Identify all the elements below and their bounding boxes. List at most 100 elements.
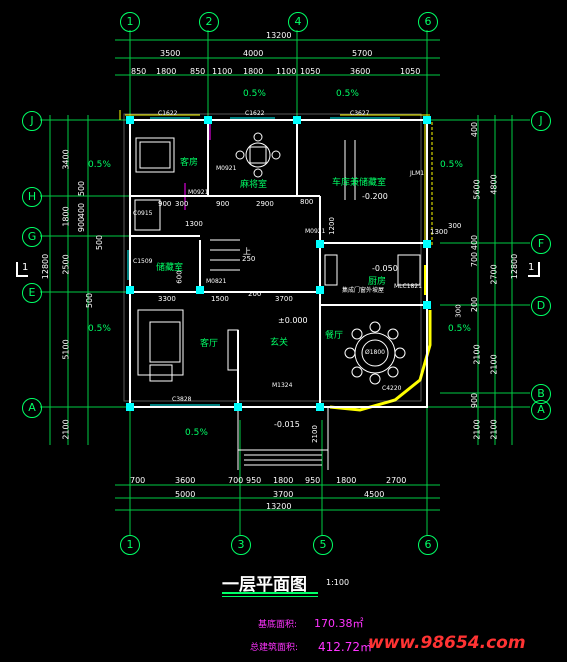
axis-bubble-bottom-5: 5	[313, 535, 333, 555]
dim-top-detail: 1800	[243, 67, 264, 76]
door-label: M0921	[188, 189, 209, 196]
room-storage: 储藏室	[156, 263, 184, 273]
dim-interior: 300	[175, 200, 189, 208]
dim-interior: 1300	[430, 228, 448, 236]
dim-right-outer: 4800	[489, 174, 499, 195]
axis-bubble-left-J: J	[22, 111, 42, 131]
dim-left-total: 12800	[41, 253, 51, 280]
room-foyer: 玄关	[270, 338, 289, 348]
slope-label: 0.5%	[440, 160, 463, 170]
stair-up-label: 上	[243, 247, 251, 256]
dim-bottom-detail: 1800	[273, 476, 294, 485]
dim-interior: 2900	[256, 200, 274, 208]
watermark: www.98654.com	[368, 633, 526, 653]
dim-left-outer: 2500	[61, 254, 71, 275]
axis-bubble-right-F: F	[531, 234, 551, 254]
axis-label: 1	[126, 15, 134, 28]
axis-bubble-top-4: 4	[288, 12, 308, 32]
axis-bubble-right-J: J	[531, 111, 551, 131]
slope-label: 0.5%	[88, 160, 111, 170]
dim-interior: 1500	[211, 295, 229, 303]
dim-right-outer: 2700	[489, 264, 499, 285]
dim-interior: 300	[448, 222, 462, 230]
dim-right-inner: 700	[470, 251, 480, 268]
door-label: M0921	[216, 165, 237, 172]
dim-left-inner: 400	[77, 202, 87, 219]
dim-bottom-total: 13200	[266, 502, 292, 511]
dim-left-inner: 900	[77, 216, 87, 233]
axis-label: 4	[294, 15, 302, 28]
dim-interior: 3700	[275, 295, 293, 303]
dim-top-mid: 5700	[352, 49, 373, 58]
elevation-kitchen: -0.050	[372, 264, 398, 273]
dim-top-detail: 3600	[350, 67, 371, 76]
axis-grid	[40, 30, 530, 535]
dim-left-outer: 1800	[61, 206, 71, 227]
walls	[123, 113, 431, 470]
dim-top-detail: 1050	[300, 67, 321, 76]
dim-interior: 300	[454, 304, 463, 318]
dim-top-detail: 850	[131, 67, 147, 76]
furniture	[134, 132, 421, 385]
dim-bottom-detail: 950	[305, 476, 321, 485]
axis-label: 2	[205, 15, 213, 28]
room-living: 客厅	[200, 339, 219, 349]
room-kitchen: 厨房	[368, 277, 387, 287]
slope-label: 0.5%	[243, 89, 266, 99]
dim-interior: 900	[158, 200, 172, 208]
section-mark-label: 1	[528, 262, 535, 273]
door-label: M1324	[272, 382, 293, 389]
axis-bubble-right-A: A	[531, 400, 551, 420]
dim-bottom-mid: 3700	[273, 490, 294, 499]
room-dining-hall: 麻将室	[240, 180, 268, 190]
elevation-garage: -0.200	[362, 192, 388, 201]
axis-label: H	[27, 190, 37, 203]
axis-label: J	[539, 114, 543, 127]
dim-top-total: 13200	[266, 31, 292, 40]
axis-label: F	[537, 237, 545, 250]
window-label: C1509	[133, 258, 153, 265]
dim-bottom-detail: 700	[130, 476, 146, 485]
title-underline-thin	[222, 596, 318, 597]
dim-interior: 200	[248, 290, 262, 298]
room-garage: 车库兼储藏室	[332, 178, 387, 188]
window-label: C1622	[158, 110, 178, 117]
slope-label: 0.5%	[448, 324, 471, 334]
axis-bubble-top-2: 2	[199, 12, 219, 32]
axis-bubble-left-G: G	[22, 227, 42, 247]
dim-top-mid: 3500	[160, 49, 181, 58]
axis-label: D	[536, 299, 546, 312]
drawing-scale: 1:100	[326, 578, 350, 587]
door-label: JLM1	[410, 170, 425, 177]
window-label: C4220	[382, 385, 402, 392]
dim-top-detail: 1800	[156, 67, 177, 76]
base-area-label: 基底面积:	[258, 620, 298, 630]
window-label: MLC1821	[394, 283, 422, 290]
axis-label: J	[30, 114, 34, 127]
drawing-title-block: 一层平面图 1:100	[222, 570, 442, 600]
dim-right-inner: 2100	[472, 344, 482, 365]
dim-right-outer: 2100	[489, 354, 499, 375]
slope-label: 0.5%	[336, 89, 359, 99]
table-size-label: Ø1800	[365, 349, 385, 356]
dim-interior: 2100	[310, 425, 319, 443]
dim-left-inner: 500	[77, 180, 87, 197]
axis-label: 5	[319, 538, 327, 551]
dim-right-inner: 400	[470, 234, 480, 251]
section-mark-label: 1	[22, 262, 29, 273]
dim-bottom-detail: 700	[228, 476, 244, 485]
dim-left-inner: 500	[95, 234, 105, 251]
room-bedroom: 客房	[180, 158, 199, 168]
dim-right-inner: 5600	[472, 179, 482, 200]
dim-bottom-detail: 1800	[336, 476, 357, 485]
axis-bubble-left-H: H	[22, 187, 42, 207]
axis-bubble-left-A: A	[22, 398, 42, 418]
dim-bottom-detail: 950	[246, 476, 262, 485]
section-mark-left: 1	[16, 262, 29, 277]
base-area-value: 170.38㎡	[314, 617, 364, 630]
axis-label: 1	[126, 538, 134, 551]
dim-interior: 900	[216, 200, 230, 208]
dim-interior: 1200	[327, 217, 336, 235]
title-underline	[222, 592, 318, 594]
